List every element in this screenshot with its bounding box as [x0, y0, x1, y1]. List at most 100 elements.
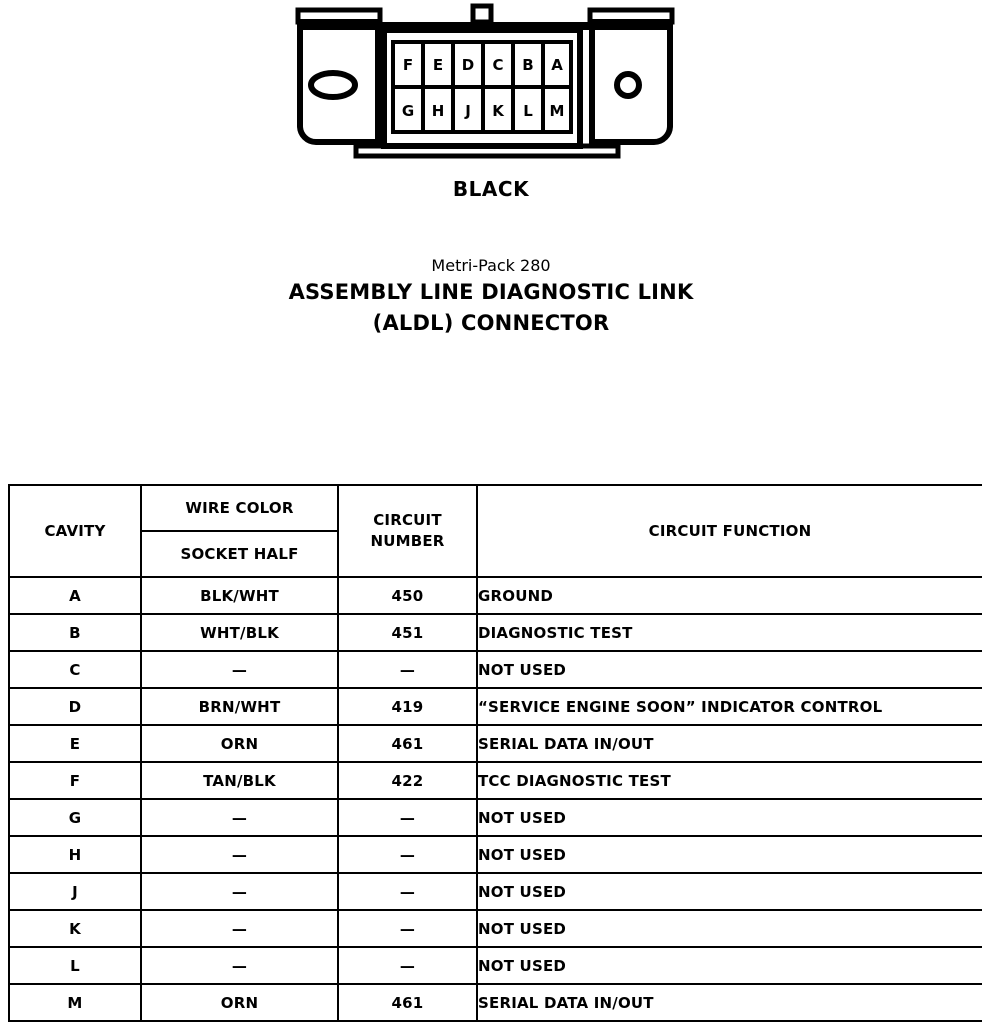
- wire-color-cell: —: [140, 872, 339, 911]
- cavity-cell: A: [8, 576, 142, 615]
- connector-left-top-bar: [295, 7, 383, 25]
- column-header-circuit-function: CIRCUIT FUNCTION: [476, 484, 982, 578]
- pin-label-j: J: [464, 102, 471, 120]
- table-row: L——NOT USED: [8, 946, 982, 985]
- circuit-function-cell: NOT USED: [476, 872, 982, 911]
- connector-drawing: F E D C B A G H J K L M: [295, 3, 675, 159]
- wire-color-cell: —: [140, 650, 339, 689]
- pin-label-d: D: [462, 56, 474, 74]
- table-row: C——NOT USED: [8, 650, 982, 689]
- circuit-function-cell: DIAGNOSTIC TEST: [476, 613, 982, 652]
- circuit-number-cell: —: [337, 872, 478, 911]
- cavity-cell: H: [8, 835, 142, 874]
- connector-right-body: [589, 19, 673, 145]
- pin-label-l: L: [523, 102, 533, 120]
- connector-title-line1: ASSEMBLY LINE DIAGNOSTIC LINK: [288, 280, 694, 304]
- pin-label-k: K: [492, 102, 505, 120]
- wire-color-cell: WHT/BLK: [140, 613, 339, 652]
- pin-label-f: F: [403, 56, 413, 74]
- circuit-function-cell: NOT USED: [476, 798, 982, 837]
- connector-left-body: [297, 19, 381, 145]
- connector-title-line2: (ALDL) CONNECTOR: [372, 311, 610, 335]
- wire-color-cell: —: [140, 909, 339, 948]
- connector-top-rail: [300, 22, 670, 30]
- connector-diagram: F E D C B A G H J K L M: [0, 0, 982, 170]
- cavity-cell: F: [8, 761, 142, 800]
- connector-bottom-rail: [353, 143, 621, 159]
- circuit-function-cell: NOT USED: [476, 835, 982, 874]
- pin-label-g: G: [402, 102, 414, 120]
- oval-hole-icon: [308, 70, 358, 100]
- connector-right-top-bar: [587, 7, 675, 25]
- circuit-number-cell: 451: [337, 613, 478, 652]
- cavity-cell: E: [8, 724, 142, 763]
- cavity-cell: G: [8, 798, 142, 837]
- locking-tab-icon: [470, 3, 494, 25]
- wire-color-cell: BRN/WHT: [140, 687, 339, 726]
- pin-grid: F E D C B A G H J K L M: [391, 40, 573, 134]
- wire-color-cell: TAN/BLK: [140, 761, 339, 800]
- cavity-cell: M: [8, 983, 142, 1022]
- wire-color-cell: ORN: [140, 983, 339, 1022]
- wire-color-cell: —: [140, 835, 339, 874]
- cavity-cell: L: [8, 946, 142, 985]
- connector-series-label: Metri-Pack 280: [431, 256, 551, 275]
- circuit-function-cell: NOT USED: [476, 909, 982, 948]
- circuit-number-cell: —: [337, 650, 478, 689]
- wire-color-cell: BLK/WHT: [140, 576, 339, 615]
- circuit-number-cell: —: [337, 909, 478, 948]
- title-block: BLACK Metri-Pack 280 ASSEMBLY LINE DIAGN…: [0, 176, 982, 339]
- wire-color-cell: ORN: [140, 724, 339, 763]
- table-header-row-2: SOCKET HALF: [9, 530, 982, 578]
- cavity-cell: K: [8, 909, 142, 948]
- circuit-function-cell: SERIAL DATA IN/OUT: [476, 983, 982, 1022]
- circuit-number-cell: 450: [337, 576, 478, 615]
- circuit-number-cell: —: [337, 798, 478, 837]
- cavity-cell: J: [8, 872, 142, 911]
- circuit-number-cell: —: [337, 946, 478, 985]
- table-row: K——NOT USED: [8, 909, 982, 948]
- column-header-circuit-number: CIRCUIT NUMBER: [337, 484, 478, 578]
- round-hole-icon: [614, 71, 642, 99]
- cavity-cell: C: [8, 650, 142, 689]
- circuit-function-cell: GROUND: [476, 576, 982, 615]
- pin-label-h: H: [432, 102, 445, 120]
- circuit-function-cell: NOT USED: [476, 650, 982, 689]
- pin-label-b: B: [522, 56, 533, 74]
- connector-color-label: BLACK: [452, 177, 530, 201]
- wire-color-cell: —: [140, 946, 339, 985]
- pin-cell: [541, 85, 573, 134]
- table-header: CAVITY WIRE COLOR CIRCUIT NUMBER CIRCUIT…: [8, 484, 982, 578]
- cavity-cell: B: [8, 613, 142, 652]
- pin-label-e: E: [433, 56, 443, 74]
- pin-label-c: C: [492, 56, 503, 74]
- wire-color-cell: —: [140, 798, 339, 837]
- circuit-number-cell: —: [337, 835, 478, 874]
- circuit-function-cell: NOT USED: [476, 946, 982, 985]
- circuit-number-cell: 422: [337, 761, 478, 800]
- circuit-number-cell: 461: [337, 983, 478, 1022]
- circuit-number-line2: NUMBER: [370, 532, 445, 550]
- pin-label-m: M: [550, 102, 565, 120]
- circuit-function-cell: TCC DIAGNOSTIC TEST: [476, 761, 982, 800]
- pin-label-a: A: [551, 56, 563, 74]
- column-header-wire-color: WIRE COLOR: [140, 484, 339, 532]
- table-row: J——NOT USED: [8, 872, 982, 911]
- circuit-function-cell: “SERVICE ENGINE SOON” INDICATOR CONTROL: [476, 687, 982, 726]
- column-header-socket-half: SOCKET HALF: [140, 530, 339, 578]
- cavity-cell: D: [8, 687, 142, 726]
- circuit-number-cell: 461: [337, 724, 478, 763]
- circuit-number-cell: 419: [337, 687, 478, 726]
- circuit-function-cell: SERIAL DATA IN/OUT: [476, 724, 982, 763]
- column-header-cavity: CAVITY: [8, 484, 142, 578]
- table-row: G——NOT USED: [8, 798, 982, 837]
- table-row: H——NOT USED: [8, 835, 982, 874]
- circuit-number-line1: CIRCUIT: [373, 511, 442, 529]
- pinout-table: CAVITY WIRE COLOR CIRCUIT NUMBER CIRCUIT…: [8, 484, 982, 1022]
